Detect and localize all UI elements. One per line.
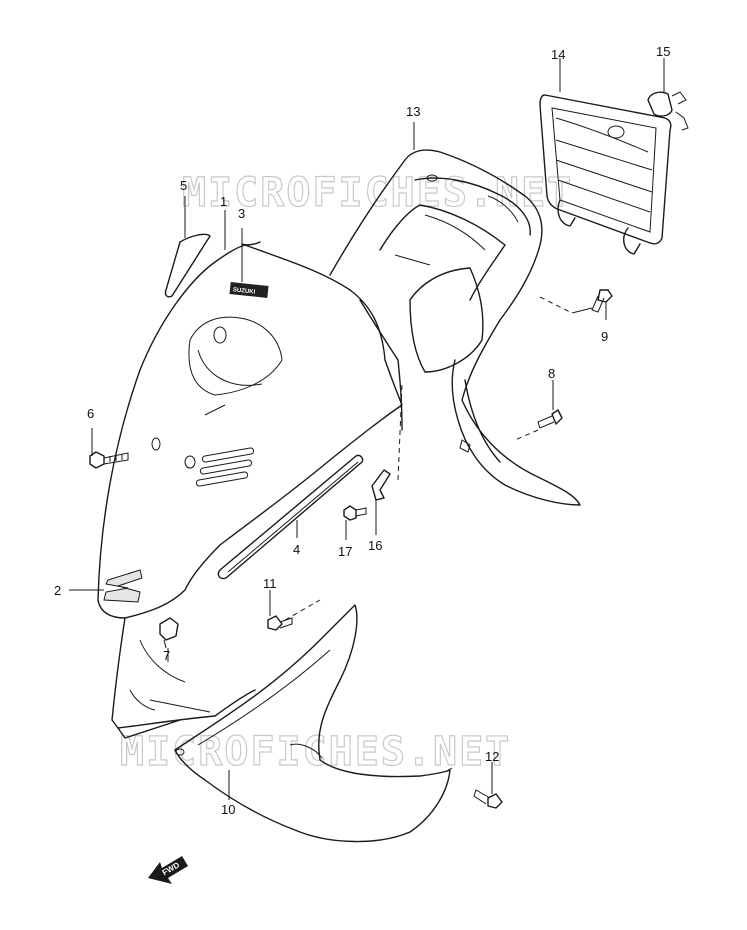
part-13-inner-cover [329,149,581,506]
part-6-screw [89,437,161,469]
watermark-top: MICROFICHES.NET [182,170,573,216]
callout-5: 5 [180,178,187,193]
part-1-front-shield [97,241,403,619]
fwd-arrow: FWD [148,856,188,884]
part-3-emblem: SUZUKI [229,282,269,298]
part-12-screw [473,789,503,809]
callout-9: 9 [601,329,608,344]
emblem-text: SUZUKI [233,287,256,295]
callout-7: 7 [163,648,170,663]
part-16-bracket [371,469,391,501]
part-2-logo-decal [103,569,143,603]
callout-6: 6 [87,406,94,421]
part-14-glovebox-lid [539,94,672,255]
part-5-trim-strip [164,233,211,298]
lower-inner-panel [111,617,256,739]
callout-14: 14 [551,47,565,62]
callout-1: 1 [220,194,227,209]
callout-13: 13 [406,104,420,119]
callout-labels: 1 2 3 4 5 6 7 8 9 10 11 12 13 14 15 16 1… [54,44,670,817]
part-9-bolt [591,289,613,313]
part-8-bolt [537,409,563,429]
callout-17: 17 [338,544,352,559]
callout-12: 12 [485,749,499,764]
callout-3: 3 [238,206,245,221]
callout-2: 2 [54,583,61,598]
part-4-side-molding [217,454,364,580]
part-10-lower-cover [174,604,453,843]
callout-15: 15 [656,44,670,59]
part-17-screw [343,505,367,521]
callout-16: 16 [368,538,382,553]
callout-11: 11 [263,576,277,591]
leader-lines [69,58,665,800]
callout-10: 10 [221,802,235,817]
part-7-clip [159,617,179,649]
callout-4: 4 [293,542,300,557]
part-15-key-lock [647,91,689,131]
callout-8: 8 [548,366,555,381]
